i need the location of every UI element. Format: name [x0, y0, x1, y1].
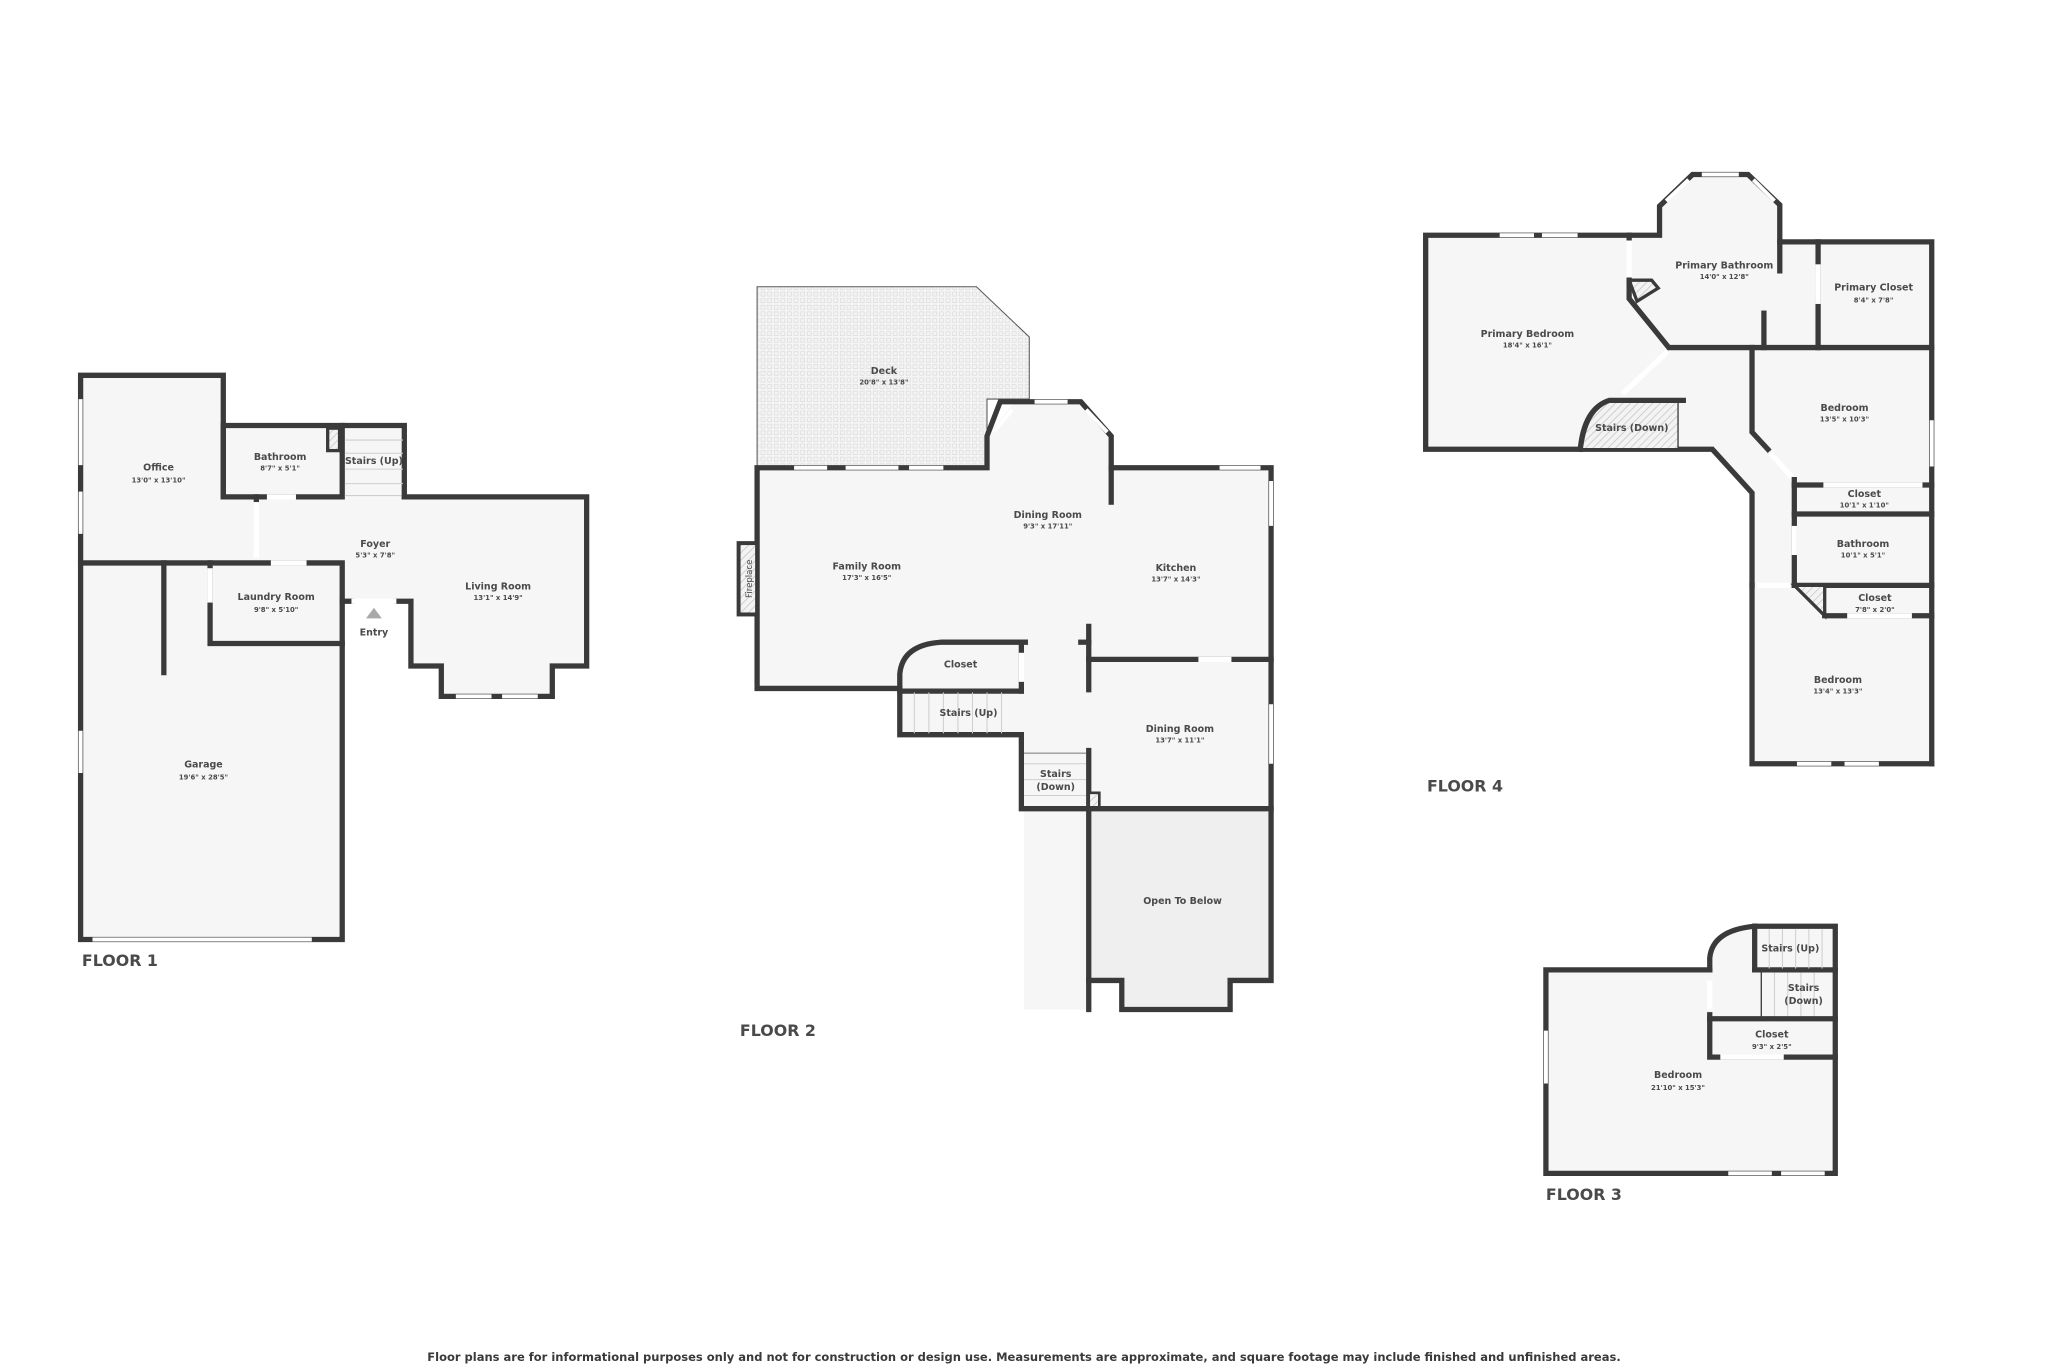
closet-walls [1707, 1012, 1838, 1060]
floor-3: Stairs (Up) Stairs (Down) Closet 9'3" x … [1543, 923, 1838, 1204]
room-label-entry: Entry [360, 628, 389, 639]
room-label-closet: Closet [1755, 1029, 1789, 1040]
room-label-open-below: Open To Below [1143, 896, 1222, 907]
room-dim-primary-bedroom: 18'4" x 16'1" [1503, 342, 1552, 350]
room-dim-closet-b: 7'8" x 2'0" [1855, 606, 1895, 614]
room-label-family: Family Room [833, 562, 902, 573]
room-dim-dining-main: 9'3" x 17'11" [1023, 523, 1072, 531]
room-dim-laundry: 9'8" x 5'10" [254, 606, 298, 614]
room-dim-foyer: 5'3" x 7'8" [355, 552, 395, 560]
floor-1: Office 13'0" x 13'10" Bathroom 8'7" x 5'… [77, 372, 590, 970]
stairs-down-treads [1024, 752, 1087, 796]
room-dim-closet: 9'3" x 2'5" [1752, 1043, 1792, 1051]
room-dim-closet-a: 10'1" x 1'10" [1840, 501, 1889, 509]
room-dim-bedroom-a: 13'5" x 10'3" [1820, 416, 1869, 424]
room-label-stairs-down: Stairs [1788, 983, 1820, 994]
fireplace [736, 541, 760, 617]
room-label-garage: Garage [184, 760, 223, 771]
open-to-below-area [1088, 810, 1272, 1010]
floor-1-label: FLOOR 1 [82, 951, 158, 970]
room-label-dining-second: Dining Room [1146, 724, 1214, 735]
room-label-bedroom-a: Bedroom [1820, 403, 1868, 414]
floor-4-label: FLOOR 4 [1427, 777, 1503, 796]
room-label-bedroom: Bedroom [1654, 1070, 1702, 1081]
stairs-up-walls [897, 688, 1092, 812]
room-label-dining-main: Dining Room [1014, 510, 1082, 521]
room-label-stairs-down: Stairs (Down) [1595, 423, 1668, 434]
room-dim-bedroom: 21'10" x 15'3" [1651, 1084, 1705, 1092]
stairs-down-treads [1773, 972, 1815, 1018]
room-label-closet-a: Closet [1848, 489, 1882, 500]
room-label-bathroom: Bathroom [254, 452, 307, 463]
bedroom-a-walls [1749, 344, 1772, 454]
stairs-up-treads [1768, 928, 1823, 969]
room-label-stairs-up: Stairs (Up) [1761, 943, 1819, 954]
room-label-stairs-up: Stairs (Up) [940, 708, 998, 719]
room-label-bedroom-b: Bedroom [1814, 675, 1862, 686]
open-to-below-walls [1086, 806, 1274, 1013]
room-label-foyer: Foyer [360, 539, 390, 550]
room-label-closet-b: Closet [1858, 593, 1892, 604]
room-dim-living: 13'1" x 14'9" [474, 594, 523, 602]
room-dim-family: 17'3" x 16'5" [842, 574, 891, 582]
room-dim-kitchen: 13'7" x 14'3" [1151, 575, 1200, 583]
room-dim-bedroom-b: 13'4" x 13'3" [1813, 688, 1862, 696]
room-label-bathroom: Bathroom [1837, 539, 1890, 550]
room-label-primary-closet: Primary Closet [1834, 283, 1913, 294]
stairs-down-hatch [1580, 401, 1679, 448]
room-label-primary-bedroom: Primary Bedroom [1481, 329, 1575, 340]
room-label-stairs-down-2: (Down) [1784, 996, 1823, 1007]
room-dim-deck: 20'8" x 13'8" [859, 379, 908, 387]
room-label-primary-bathroom: Primary Bathroom [1675, 260, 1773, 271]
room-label-closet: Closet [944, 659, 978, 670]
room-dim-primary-closet: 8'4" x 7'8" [1854, 297, 1894, 305]
room-label-kitchen: Kitchen [1156, 563, 1197, 574]
room-label-stairs-up: Stairs (Up) [345, 456, 403, 467]
room-dim-primary-bathroom: 14'0" x 12'8" [1700, 273, 1749, 281]
room-dim-office: 13'0" x 13'10" [132, 476, 186, 484]
room-label-stairs-down: Stairs [1040, 769, 1072, 780]
floor-2-label: FLOOR 2 [740, 1021, 816, 1040]
garage-walls [77, 560, 345, 943]
floor-3-outer-walls [1543, 923, 1838, 1177]
closet-walls [897, 639, 1028, 692]
stairs-up-treads [913, 692, 1003, 734]
primary-bedroom-walls [1423, 232, 1755, 589]
primary-bathroom-walls [1626, 171, 1783, 274]
room-dim-bathroom: 10'1" x 5'1" [1841, 552, 1885, 560]
room-dim-bathroom: 8'7" x 5'1" [260, 464, 300, 472]
room-label-stairs-down-2: (Down) [1036, 782, 1075, 793]
disclaimer-text: Floor plans are for informational purpos… [427, 1350, 1621, 1364]
floor-2: Fireplace Dec [736, 286, 1274, 1040]
room-label-fireplace: Fireplace [745, 560, 755, 598]
room-label-laundry: Laundry Room [238, 592, 315, 603]
stairs-up-walls [339, 422, 407, 500]
entry-arrow-icon [365, 607, 382, 619]
room-label-deck: Deck [871, 366, 898, 377]
room-label-living: Living Room [465, 581, 531, 592]
room-label-office: Office [143, 462, 174, 473]
floor-4: Primary Bedroom 18'4" x 16'1" Primary Ba… [1423, 171, 1935, 796]
floor-3-label: FLOOR 3 [1546, 1185, 1622, 1204]
room-dim-garage: 19'6" x 28'5" [179, 774, 228, 782]
living-room-walls [393, 494, 590, 700]
primary-closet-walls [1777, 239, 1935, 767]
stairs-up-treads [344, 439, 403, 497]
room-dim-dining-second: 13'7" x 11'1" [1155, 737, 1204, 745]
